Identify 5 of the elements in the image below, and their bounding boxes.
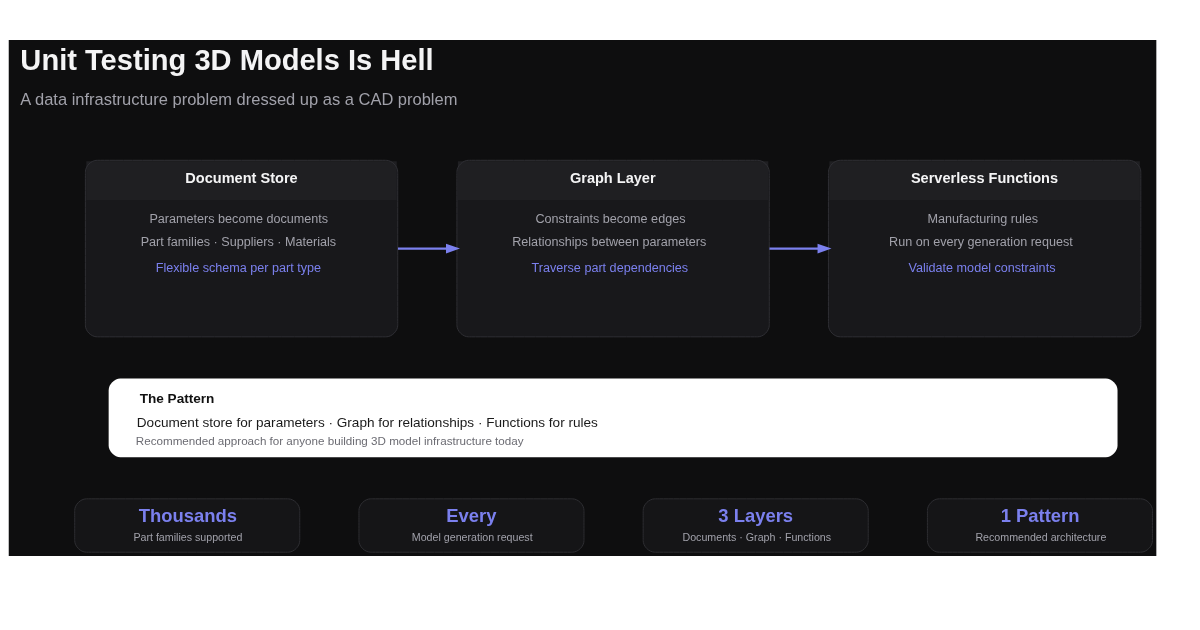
- arrow: [769, 243, 832, 253]
- label: A data infrastructure problem dressed up as a CAD problem: [20, 89, 458, 108]
- node-box: The Pattern Document store for parameters · Graph for relationships · Functions for rules Recommended approach for anyone building 3D model infrastructure today: [108, 378, 1118, 457]
- diagram-title: Unit Testing 3D Models Is Hell: [20, 43, 434, 76]
- arrow: [397, 243, 460, 253]
